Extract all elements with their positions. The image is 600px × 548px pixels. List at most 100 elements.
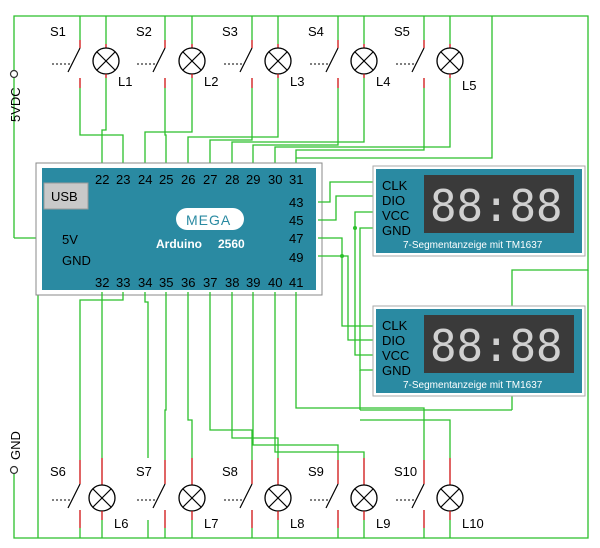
lamp-l10 <box>436 458 464 520</box>
label-s4: S4 <box>308 24 324 39</box>
pin-45: 45 <box>289 213 303 228</box>
switch-s9 <box>310 460 339 528</box>
display-1-pin-vcc: VCC <box>382 208 409 223</box>
pin-47: 47 <box>289 231 303 246</box>
display-1-digits: 88:88 <box>430 181 562 232</box>
lamp-l9 <box>350 458 378 520</box>
pin-24: 24 <box>138 172 152 187</box>
pin-25: 25 <box>159 172 173 187</box>
lamp-l4 <box>350 44 378 78</box>
display-1-caption: 7-Segmentanzeige mit TM1637 <box>403 240 543 251</box>
pin-23: 23 <box>116 172 130 187</box>
switch-s2 <box>137 40 166 88</box>
lamp-l6 <box>88 458 116 520</box>
label-l4: L4 <box>376 74 390 89</box>
switch-s7 <box>137 460 166 528</box>
lamp-l1 <box>92 44 120 78</box>
pin-26: 26 <box>181 172 195 187</box>
switch-s5 <box>396 40 425 88</box>
lamp-l5 <box>436 44 464 78</box>
board-name: Arduino <box>156 237 202 251</box>
pin-37: 37 <box>203 275 217 290</box>
display-1-pin-dio: DIO <box>382 193 405 208</box>
pin-30: 30 <box>268 172 282 187</box>
pin-41: 41 <box>289 275 303 290</box>
display-2-digits: 88:88 <box>430 321 562 372</box>
display-2-caption: 7-Segmentanzeige mit TM1637 <box>403 380 543 391</box>
pin-43: 43 <box>289 195 303 210</box>
label-s10: S10 <box>394 464 417 479</box>
label-l1: L1 <box>118 74 132 89</box>
mega-brand: MEGA <box>186 212 231 228</box>
pin-gnd-label: GND <box>62 253 91 268</box>
bottom-row-wiring <box>79 292 451 538</box>
switch-s8 <box>224 460 253 528</box>
usb-port <box>43 182 89 210</box>
switch-s4 <box>310 40 339 88</box>
pin-40: 40 <box>268 275 282 290</box>
display-2-pin-vcc: VCC <box>382 348 409 363</box>
pin-36: 36 <box>181 275 195 290</box>
display-1-pin-gnd: GND <box>382 223 411 238</box>
lamp-l2 <box>178 44 206 78</box>
mega-logo <box>176 208 244 230</box>
label-s1: S1 <box>50 24 66 39</box>
gnd-to-board <box>37 259 58 538</box>
pin-22: 22 <box>95 172 109 187</box>
label-s5: S5 <box>394 24 410 39</box>
pin-28: 28 <box>225 172 239 187</box>
pin-29: 29 <box>246 172 260 187</box>
lamp-l7 <box>178 458 206 520</box>
label-l3: L3 <box>290 74 304 89</box>
label-s6: S6 <box>50 464 66 479</box>
gnd-rail-bottom <box>13 270 589 539</box>
label-l5: L5 <box>462 78 476 93</box>
label-s3: S3 <box>222 24 238 39</box>
display-2: CLK DIO VCC GND 88:88 7-Segmentanzeige m… <box>372 305 586 397</box>
switch-s3 <box>224 40 253 88</box>
lamp-l3 <box>264 44 292 78</box>
top-switches <box>52 40 425 88</box>
board-model: 2560 <box>218 237 245 251</box>
label-l7: L7 <box>204 516 218 531</box>
display-2-pin-dio: DIO <box>382 333 405 348</box>
pin-39: 39 <box>246 275 260 290</box>
top-lamps <box>92 44 464 78</box>
label-s7: S7 <box>136 464 152 479</box>
vdc-rail-top <box>13 15 589 410</box>
pin-27: 27 <box>203 172 217 187</box>
display-1: CLK DIO VCC GND 88:88 7-Segmentanzeige m… <box>372 165 586 257</box>
label-l10: L10 <box>462 516 484 531</box>
label-l6: L6 <box>114 516 128 531</box>
display-1-pin-clk: CLK <box>382 178 408 193</box>
arduino-board: USB 5V GND MEGA Arduino 2560 22 23 24 25… <box>35 162 323 296</box>
gnd-terminal <box>9 465 19 475</box>
switch-s6 <box>52 460 81 528</box>
display-wiring <box>318 181 512 411</box>
pin-32: 32 <box>95 275 109 290</box>
label-s8: S8 <box>222 464 238 479</box>
pin-35: 35 <box>159 275 173 290</box>
display-2-pin-gnd: GND <box>382 363 411 378</box>
label-l2: L2 <box>204 74 218 89</box>
display-2-pin-clk: CLK <box>382 318 408 333</box>
pin-38: 38 <box>225 275 239 290</box>
pin-34: 34 <box>138 275 152 290</box>
top-row-wiring <box>79 16 493 168</box>
vdc-terminal <box>9 69 19 79</box>
gnd-label: GND <box>8 431 23 460</box>
label-s2: S2 <box>136 24 152 39</box>
bottom-switches <box>52 460 425 528</box>
lamp-l8 <box>264 458 292 520</box>
label-s9: S9 <box>308 464 324 479</box>
usb-label: USB <box>51 189 78 204</box>
label-l9: L9 <box>376 516 390 531</box>
pin-33: 33 <box>116 275 130 290</box>
switch-s1 <box>52 40 81 88</box>
label-l8: L8 <box>290 516 304 531</box>
pin-49: 49 <box>289 250 303 265</box>
bottom-lamps <box>88 458 464 520</box>
pin-5v-label: 5V <box>62 232 78 247</box>
